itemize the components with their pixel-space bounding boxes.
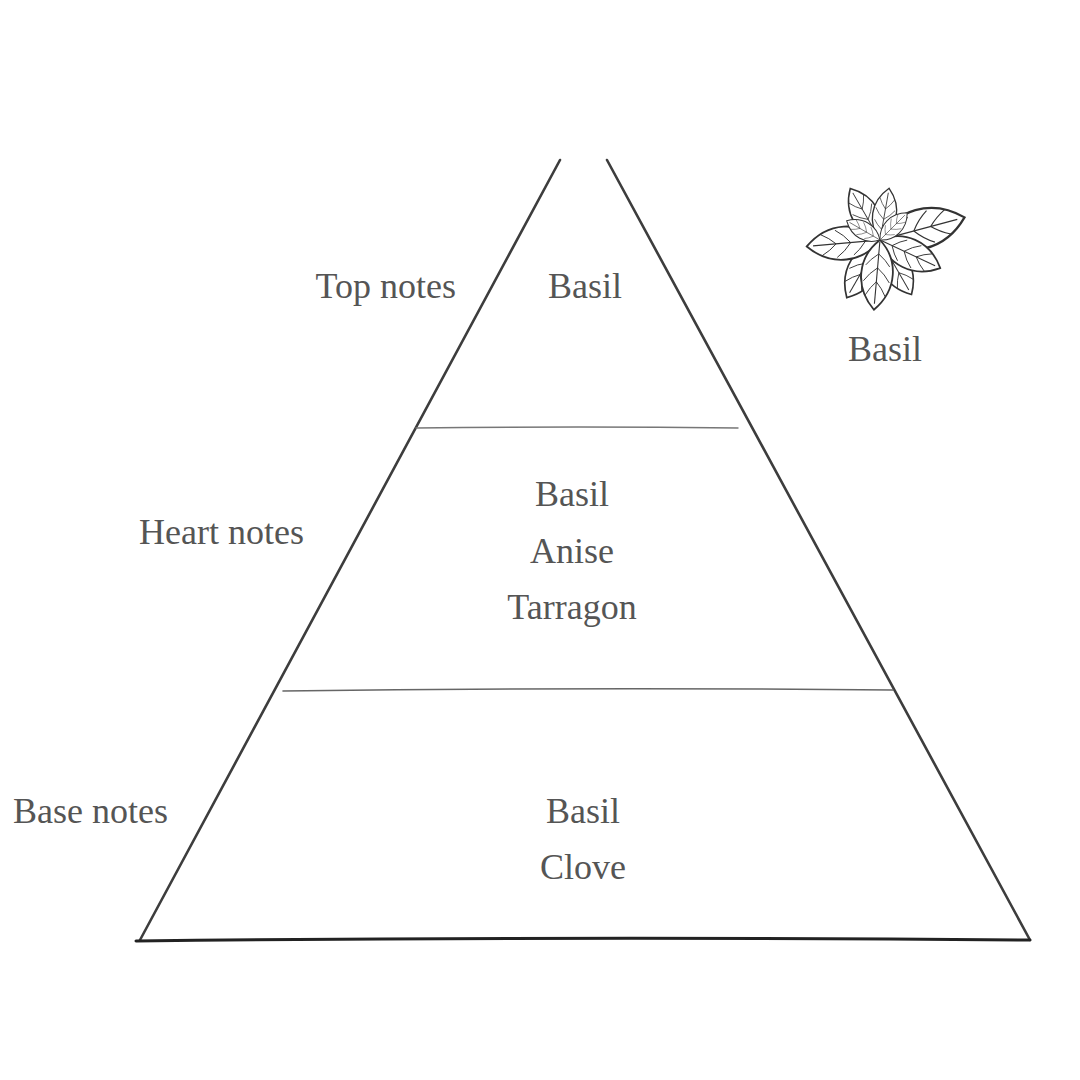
pyramid-right-edge [607,160,1030,940]
pyramid-base [136,938,1030,941]
tier-heading: Base notes [13,792,168,832]
note-name: Anise [530,532,614,572]
illustration-caption: Basil [848,330,922,370]
tier-heading: Heart notes [139,513,304,553]
pyramid-band: Base notes BasilClove [0,690,1080,940]
pyramid-left-edge [140,160,560,940]
note-name: Clove [540,848,626,888]
band-divider [416,427,738,428]
note-name: Tarragon [507,588,636,628]
note-name: Basil [535,475,609,515]
pyramid-band: Top notesBasil [0,160,1080,428]
tier-heading: Top notes [316,267,456,307]
pyramid-band: Heart notes BasilAniseTarragon [0,428,1080,690]
note-name: Basil [546,792,620,832]
note-name: Basil [548,267,622,307]
band-divider [283,689,893,691]
basil-illustration [805,182,969,311]
